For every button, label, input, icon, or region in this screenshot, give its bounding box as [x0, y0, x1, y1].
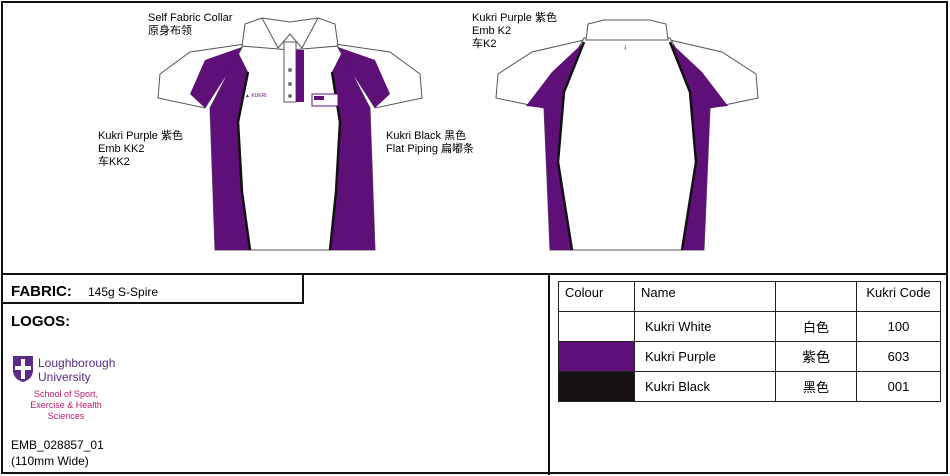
school-name: School of Sport, Exercise & Health Scien… — [12, 389, 120, 422]
back-left-panel — [526, 42, 584, 250]
section-divider — [1, 273, 948, 275]
emb-code-id: EMB_028857_01 — [11, 438, 104, 452]
university-shield-icon — [13, 356, 33, 382]
colour-name-zh: 黑色 — [775, 371, 857, 402]
colour-swatch — [558, 341, 635, 372]
piping-note-type: Flat Piping 扁嘟条 — [386, 143, 475, 155]
header-kukri-code: Kukri Code — [856, 281, 941, 312]
colour-swatch — [558, 311, 635, 342]
back-emb-note: Kukri Purple 紫色 Emb K2 车K2 — [472, 12, 557, 51]
university-name-line: Loughborough — [38, 356, 116, 370]
back-kukri-logo: ᚼ — [623, 44, 627, 52]
front-shirt-drawing: ▲ KUKRI — [157, 17, 423, 251]
fabric-label: FABRIC: — [11, 283, 72, 300]
front-kukri-logo: ▲ KUKRI — [245, 93, 267, 99]
front-button — [288, 94, 292, 98]
front-button — [288, 82, 292, 86]
school-name-line: Exercise & Health Sciences — [30, 400, 102, 421]
collar-note: Self Fabric Collar 原身布领 — [148, 12, 232, 38]
piping-note-colour: Kukri Black 黑色 — [386, 130, 467, 142]
back-collar — [585, 19, 669, 41]
back-left-piping — [556, 41, 586, 251]
header-colour: Colour — [558, 281, 635, 312]
colour-name: Kukri White — [634, 311, 776, 342]
front-left-piping — [236, 71, 252, 251]
colour-name: Kukri Black — [634, 371, 776, 402]
back-note-emb-zh: 车K2 — [472, 38, 497, 50]
fabric-box — [2, 274, 304, 304]
header-chinese — [775, 281, 857, 312]
colour-name-zh: 紫色 — [775, 341, 857, 372]
panel-note: Kukri Purple 紫色 Emb KK2 车KK2 — [98, 130, 183, 169]
front-right-side-panel — [330, 52, 375, 250]
fabric-value: 145g S-Spire — [88, 285, 159, 299]
back-note-colour: Kukri Purple 紫色 — [472, 12, 557, 24]
colour-table: Colour Name Kukri Code Kukri White 白色 10… — [558, 281, 941, 402]
front-button — [288, 68, 292, 72]
logos-label: LOGOS: — [11, 313, 71, 330]
header-name: Name — [634, 281, 776, 312]
back-note-emb: Emb K2 — [472, 25, 512, 37]
front-right-sleeve-panel — [335, 46, 390, 108]
emb-width: (110mm Wide) — [11, 454, 89, 468]
collar-note-en: Self Fabric Collar — [148, 12, 233, 24]
colour-swatch — [558, 371, 635, 402]
table-row: Kukri Black 黑色 001 — [558, 371, 941, 402]
colour-code: 001 — [856, 371, 941, 402]
panel-note-emb-zh: 车KK2 — [98, 156, 130, 168]
back-shirt-drawing: ᚼ — [495, 19, 759, 251]
front-left-sleeve-panel — [190, 46, 245, 108]
table-row: Kukri Purple 紫色 603 — [558, 341, 941, 372]
school-name-line: School of Sport, — [33, 389, 99, 399]
panel-note-emb: Emb KK2 — [98, 143, 145, 155]
collar-note-zh: 原身布领 — [148, 25, 192, 37]
front-left-side-panel — [210, 52, 250, 250]
back-right-panel — [670, 42, 728, 250]
emb-code: EMB_028857_01 (110mm Wide) — [11, 437, 104, 469]
colour-code: 100 — [856, 311, 941, 342]
table-row: Kukri White 白色 100 — [558, 311, 941, 342]
university-name: Loughborough University — [38, 356, 115, 384]
colour-name-zh: 白色 — [775, 311, 857, 342]
colour-table-header: Colour Name Kukri Code — [558, 281, 941, 312]
colour-code: 603 — [856, 341, 941, 372]
front-placket-purple — [296, 50, 304, 102]
university-name-line: University — [38, 370, 91, 384]
panel-note-colour: Kukri Purple 紫色 — [98, 130, 183, 142]
colour-name: Kukri Purple — [634, 341, 776, 372]
back-right-piping — [668, 41, 698, 251]
piping-note: Kukri Black 黑色 Flat Piping 扁嘟条 — [386, 130, 474, 156]
column-divider — [548, 274, 550, 475]
front-collar-fold — [261, 17, 319, 49]
